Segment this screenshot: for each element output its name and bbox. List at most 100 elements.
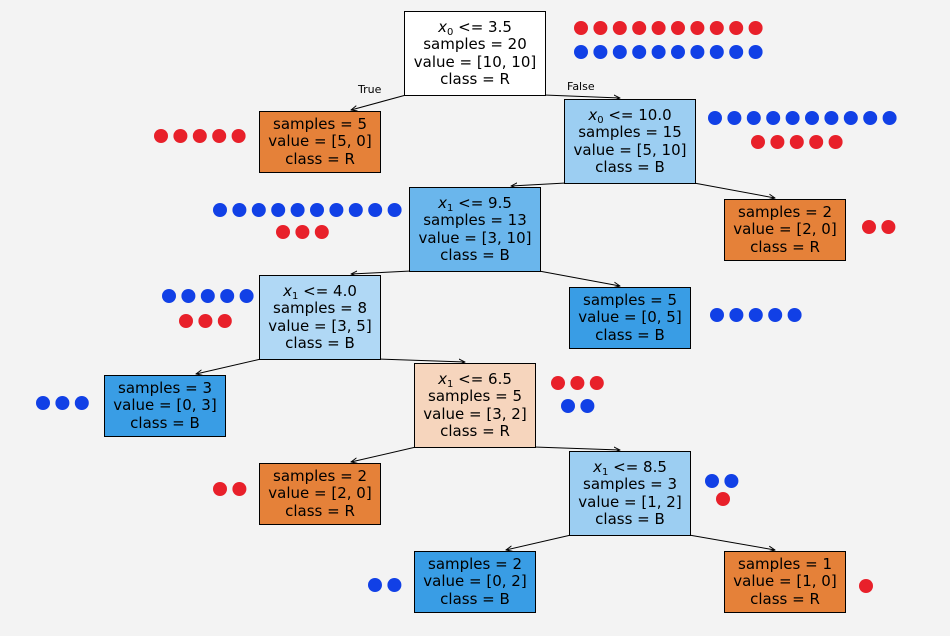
blue-sample-dot (748, 308, 763, 322)
blue-sample-dot (768, 308, 783, 322)
blue-sample-dot (232, 203, 247, 217)
blue-sample-dot (729, 308, 744, 322)
edge-n0-n1 (351, 94, 407, 110)
blue-sample-dot (220, 289, 235, 303)
node-value: value = [3, 5] (268, 316, 372, 335)
node-samples: samples = 5 (273, 114, 367, 133)
split-feature-index: 1 (446, 202, 454, 214)
blue-sample-dot (290, 203, 305, 217)
edge-n3-n6 (538, 270, 620, 286)
red-sample-dot (192, 129, 207, 143)
blue-sample-dot (387, 203, 402, 217)
red-sample-dot (574, 21, 588, 35)
red-sample-dot (632, 21, 647, 35)
red-sample-dot (212, 129, 227, 143)
blue-sample-dot (162, 289, 176, 303)
node-value: value = [0, 3] (113, 396, 217, 415)
edge-n8-n9 (351, 446, 417, 462)
split-threshold: <= 10.0 (603, 105, 672, 124)
split-feature: x (593, 457, 602, 476)
blue-sample-dot (181, 289, 196, 303)
edge-n5-n7 (196, 358, 262, 374)
node-samples: samples = 13 (423, 211, 527, 229)
blue-sample-dot (251, 203, 266, 217)
node-samples: samples = 5 (428, 387, 522, 405)
red-sample-dot (198, 314, 213, 328)
node-class: class = B (440, 589, 510, 608)
blue-sample-dot (746, 111, 761, 125)
blue-sample-dot (387, 578, 402, 592)
blue-sample-dot (329, 203, 344, 217)
node-samples: samples = 15 (578, 123, 682, 141)
blue-sample-dot (863, 111, 878, 125)
red-sample-dot (217, 314, 232, 328)
red-sample-dot (651, 21, 666, 35)
blue-sample-dot (574, 45, 588, 59)
blue-sample-dot (271, 203, 286, 217)
red-sample-dot (690, 21, 705, 35)
node-class: class = R (750, 237, 820, 256)
red-sample-dot (232, 482, 247, 496)
edge-n2-n4 (693, 182, 775, 198)
node-class: class = R (440, 70, 510, 88)
red-sample-dot (828, 135, 843, 149)
edge-n5-n8 (378, 358, 465, 362)
split-threshold: <= 4.0 (298, 281, 357, 300)
red-sample-dot (231, 129, 246, 143)
split-threshold: <= 6.5 (453, 369, 512, 388)
blue-sample-dot (710, 308, 724, 322)
blue-sample-dot (36, 396, 50, 410)
red-sample-dot (881, 220, 896, 234)
red-sample-dot (593, 21, 608, 35)
node-value: value = [2, 0] (268, 484, 372, 503)
edge-n2-n3 (511, 183, 567, 186)
node-class: class = R (285, 149, 355, 168)
blue-sample-dot (348, 203, 363, 217)
node-class: class = B (440, 246, 510, 264)
blue-sample-dot (690, 45, 705, 59)
blue-sample-dot (843, 111, 858, 125)
blue-sample-dot (74, 396, 89, 410)
red-sample-dot (748, 21, 763, 35)
red-sample-dot (276, 225, 290, 239)
blue-sample-dot (709, 45, 724, 59)
node-samples: samples = 2 (273, 466, 367, 485)
node-value: value = [5, 10] (573, 140, 687, 159)
node-value: value = [0, 5] (578, 308, 682, 327)
node-split-rule: x1 <= 4.0 (260, 281, 380, 301)
node-samples: samples = 2 (738, 202, 832, 221)
blue-sample-dot (593, 45, 608, 59)
blue-sample-dot (708, 111, 722, 125)
red-sample-dot (179, 314, 193, 328)
red-sample-dot (589, 376, 604, 390)
split-feature: x (283, 281, 292, 300)
red-sample-dot (770, 135, 785, 149)
red-sample-dot (154, 129, 168, 143)
split-threshold: <= 3.5 (453, 17, 512, 36)
split-feature-index: 1 (601, 466, 609, 478)
red-sample-dot (789, 135, 804, 149)
split-feature: x (438, 17, 447, 36)
blue-sample-dot (632, 45, 647, 59)
node-class: class = R (750, 589, 820, 608)
red-sample-dot (551, 376, 565, 390)
edge-n10-n12 (688, 534, 775, 550)
node-split-rule: x1 <= 6.5 (415, 369, 535, 389)
node-class: class = R (440, 422, 510, 440)
blue-sample-dot (805, 111, 819, 125)
node-samples: samples = 20 (423, 35, 527, 53)
blue-sample-dot (368, 203, 383, 217)
red-sample-dot (716, 492, 730, 506)
node-class: class = B (285, 334, 355, 352)
node-value: value = [5, 0] (268, 132, 372, 151)
node-value: value = [3, 10] (418, 228, 532, 247)
